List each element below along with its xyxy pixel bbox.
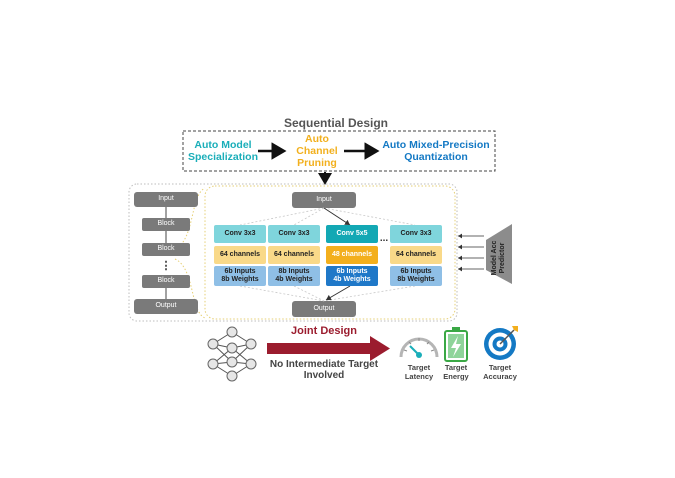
battery-icon <box>444 327 468 362</box>
network-container <box>204 185 456 320</box>
col2-channels-label: 64 channels <box>273 250 315 258</box>
connector-curve-bottom <box>174 258 206 319</box>
col3-channels-label: 48 channels <box>331 250 373 258</box>
predictor-arrows <box>458 233 484 272</box>
col3-conv-label: Conv 5x5 <box>336 229 368 237</box>
col4-conv-box <box>390 225 442 243</box>
col2-quant-label: 8b Inputs 4b Weights <box>275 267 313 283</box>
outer-container <box>128 183 458 322</box>
seq-step-channel-pruning: Auto Channel Pruning <box>296 132 338 170</box>
col1-channels-box <box>214 246 266 264</box>
joint-arrow <box>267 336 390 361</box>
col2-conv-label: Conv 3x3 <box>278 229 310 237</box>
chain-ellipsis: ⋮ <box>160 259 172 272</box>
col2-channels-box <box>268 246 320 264</box>
sequential-box <box>182 130 496 172</box>
chain-block-box-1 <box>142 218 190 231</box>
chain-block-label-3: Block <box>157 277 175 285</box>
col3-channels-box <box>326 246 378 264</box>
col1-channels-label: 64 channels <box>219 250 261 258</box>
chain-input-box <box>134 192 198 207</box>
network-input-box <box>292 192 356 208</box>
col4-channels-box <box>390 246 442 264</box>
sequential-title: Sequential Design <box>283 116 389 130</box>
col4-channels-label: 64 channels <box>395 250 437 258</box>
seq-step-model-specialization: Auto Model Specialization <box>187 138 259 163</box>
network-ellipsis: ... <box>379 233 389 245</box>
target-icon <box>484 326 518 360</box>
network-input-label: Input <box>316 195 332 203</box>
active-path-in <box>323 207 351 226</box>
target-latency-label: Target Latency <box>404 363 434 381</box>
joint-design-title: Joint Design <box>290 325 357 337</box>
col3-conv-box <box>326 225 378 243</box>
col3-quant-label: 6b Inputs 4b Weights <box>333 267 371 283</box>
seq-step-mixed-precision: Auto Mixed-Precision Quantization <box>382 138 490 163</box>
chain-block-label-1: Block <box>157 220 175 228</box>
target-energy-label: Target Energy <box>443 363 469 381</box>
chain-block-box-3 <box>142 275 190 288</box>
predictor-shape <box>486 224 512 284</box>
network-output-label: Output <box>313 304 335 312</box>
col1-conv-box <box>214 225 266 243</box>
chain-output-box <box>134 299 198 314</box>
col3-quant-box <box>326 266 378 286</box>
col1-quant-box <box>214 266 266 286</box>
gauge-icon <box>399 337 439 358</box>
neural-network-icon <box>207 326 257 382</box>
col2-quant-box <box>268 266 320 286</box>
chain-input-label: Input <box>158 195 174 203</box>
chain-output-label: Output <box>155 302 177 310</box>
col1-quant-label: 6b Inputs 8b Weights <box>221 267 259 283</box>
chain-block-box-2 <box>142 243 190 256</box>
predictor-label: Model Acc Predictor <box>490 240 506 276</box>
col4-quant-label: 6b Inputs 8b Weights <box>397 267 435 283</box>
chain-block-label-2: Block <box>157 245 175 253</box>
fan-in-lines <box>239 207 416 226</box>
col4-conv-label: Conv 3x3 <box>400 229 432 237</box>
active-path-out <box>325 285 351 301</box>
target-accuracy-label: Target Accuracy <box>483 363 517 381</box>
fan-out-lines <box>239 285 416 302</box>
col1-conv-label: Conv 3x3 <box>224 229 256 237</box>
col4-quant-box <box>390 266 442 286</box>
joint-design-subtitle: No Intermediate Target Involved <box>269 358 379 382</box>
network-output-box <box>292 301 356 317</box>
col2-conv-box <box>268 225 320 243</box>
